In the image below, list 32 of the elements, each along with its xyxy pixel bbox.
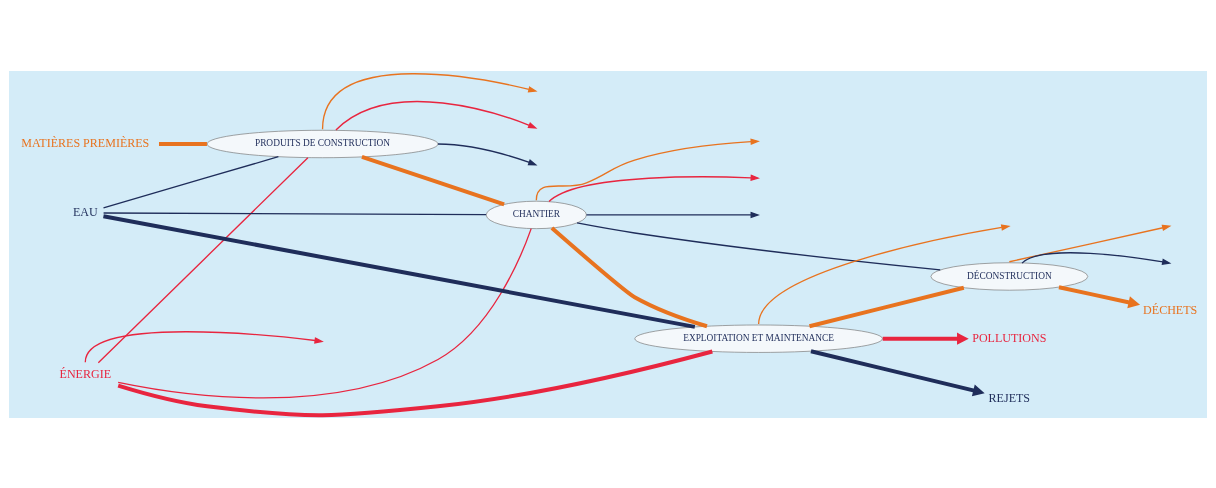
connector: [117, 227, 532, 399]
connector: [361, 154, 505, 206]
connector: [550, 226, 708, 328]
node-ellipse: PRODUITS DE CONSTRUCTION: [206, 129, 439, 158]
arrow: [757, 223, 1011, 325]
node-ellipse: EXPLOITATION ET MAINTENANCE: [634, 324, 883, 353]
arrow: [1021, 251, 1172, 265]
arrow: [335, 100, 538, 131]
node-ellipse: DÉCONSTRUCTION: [930, 261, 1089, 291]
node-text: EAU: [72, 204, 98, 219]
connector: [97, 156, 309, 363]
node-text: DÉCHETS: [1143, 302, 1198, 317]
node-text: MATIÈRES PREMIÈRES: [21, 135, 150, 150]
connector: [808, 285, 965, 328]
arrow: [437, 142, 538, 165]
connector: [117, 349, 713, 417]
arrow: [535, 137, 760, 201]
node-ellipse: CHANTIER: [485, 200, 587, 229]
arrow: [810, 348, 985, 396]
connector: [576, 221, 941, 271]
node-text: ÉNERGIE: [59, 366, 112, 381]
arrow: [321, 72, 538, 130]
connector: [159, 141, 207, 146]
arrow: [585, 211, 760, 218]
arrow: [1058, 284, 1141, 308]
connector: [102, 155, 280, 208]
connector: [103, 213, 696, 329]
arrow: [548, 174, 760, 202]
node-text: REJETS: [988, 390, 1031, 405]
arrow: [882, 332, 969, 345]
connector: [102, 211, 487, 215]
node-text: POLLUTIONS: [972, 330, 1047, 345]
